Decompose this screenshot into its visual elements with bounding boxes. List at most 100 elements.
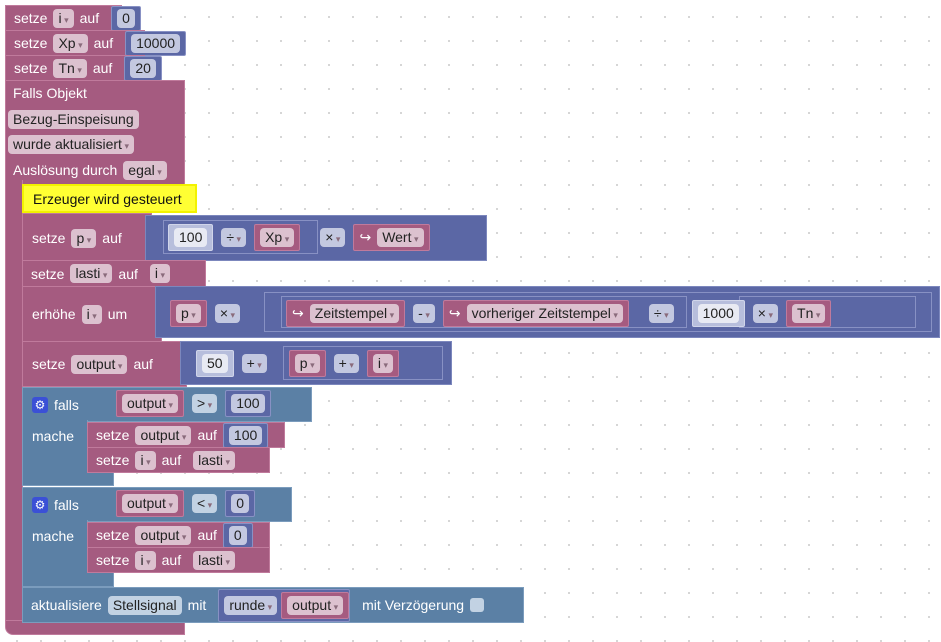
keyword: auf [197,527,217,543]
number-field[interactable]: 50 [202,354,228,373]
number-field[interactable]: 10000 [131,33,181,53]
set-tn-block[interactable]: setze Tnauf 20 [5,55,162,81]
keyword: auf [102,230,122,246]
delay-label: mit Verzögerung [362,597,465,613]
operator-dropdown[interactable]: ÷ [648,304,674,323]
object-field[interactable]: Bezug-Einspeisung [8,109,139,129]
target-field[interactable]: Stellsignal [107,595,182,615]
keyword: setze [96,427,130,443]
variable-dropdown[interactable]: p [71,228,97,248]
state-property-dropdown[interactable]: vorheriger Zeitstempel [466,304,623,323]
keyword: setze [14,35,48,51]
variable-dropdown[interactable]: i [149,264,171,283]
variable-dropdown[interactable]: Xp [260,228,295,247]
number-field[interactable]: 100 [174,228,208,247]
comment-text: Erzeuger wird gesteuert [33,190,182,207]
keyword: setze [32,230,66,246]
condition-dropdown[interactable]: wurde aktualisiert [8,134,134,154]
keyword: falls [54,497,79,513]
keyword: setze [31,265,65,282]
variable-dropdown[interactable]: output [135,425,192,445]
number-field[interactable]: 0 [228,525,247,545]
keyword: falls [54,397,79,413]
set-i-block[interactable]: setzeiauf 0 [5,5,141,31]
operator-dropdown[interactable]: - [413,304,435,323]
keyword: mache [32,528,75,544]
keyword: setze [14,10,48,26]
comparison-dropdown[interactable]: < [191,494,218,513]
number-field[interactable]: 1000 [697,304,739,323]
keyword: setze [32,356,66,372]
operator-dropdown[interactable]: × [320,228,346,247]
variable-dropdown[interactable]: lasti [193,450,236,470]
comparison-dropdown[interactable]: > [191,394,218,413]
keyword: setze [96,527,130,543]
variable-dropdown[interactable]: output [135,525,192,545]
keyword: auf [118,265,138,282]
trigger-label: Auslösung durch [13,162,118,178]
variable-dropdown[interactable]: output [71,354,128,374]
number-field[interactable]: 0 [231,494,249,513]
variable-dropdown[interactable]: output [122,394,178,413]
keyword: aktualisiere [31,597,102,613]
number-field[interactable]: 0 [117,8,135,28]
variable-dropdown[interactable]: output [122,494,178,513]
keyword: mache [32,428,75,444]
update-block[interactable]: aktualisiere Stellsignal mit runde outpu… [22,587,524,623]
operator-dropdown[interactable]: ÷ [221,228,247,247]
state-property-dropdown[interactable]: Zeitstempel [309,304,400,323]
set-i-block[interactable]: setzeiauf lasti [87,547,270,573]
variable-dropdown[interactable]: output [287,595,344,615]
gear-icon[interactable]: ⚙ [32,497,48,513]
keyword: setze [96,452,130,468]
keyword: erhöhe [32,306,76,322]
set-i-block[interactable]: setzeiauf lasti [87,447,270,473]
variable-dropdown[interactable]: p [294,354,320,373]
delay-checkbox[interactable] [470,598,485,612]
number-field[interactable]: 20 [130,58,156,78]
event-block-arm [5,180,23,625]
keyword: auf [133,356,153,372]
keyword: auf [79,10,100,26]
keyword: auf [161,552,182,568]
variable-dropdown[interactable]: i [372,354,393,373]
keyword: setze [96,552,130,568]
variable-dropdown[interactable]: p [176,304,201,323]
return-arrow-icon: ↪ [292,305,304,321]
return-arrow-icon: ↪ [359,229,372,245]
operator-dropdown[interactable]: × [214,304,241,323]
variable-dropdown[interactable]: i [135,450,156,470]
keyword: auf [92,60,113,76]
variable-dropdown[interactable]: Tn [53,58,87,78]
return-arrow-icon: ↪ [448,305,461,321]
set-output-block[interactable]: setze output auf 100 [87,422,285,448]
round-dropdown[interactable]: runde [224,595,278,615]
comment-block[interactable]: Erzeuger wird gesteuert [22,184,197,213]
number-field[interactable]: 100 [231,394,265,413]
keyword: auf [161,452,182,468]
event-title-text: Falls Objekt [13,85,87,101]
variable-dropdown[interactable]: i [53,8,74,28]
operator-dropdown[interactable]: × [752,304,779,323]
set-xp-block[interactable]: setze Xpauf 10000 [5,30,187,56]
keyword: auf [197,427,217,443]
keyword: auf [93,35,114,51]
set-output-block[interactable]: setze output auf 0 [87,522,270,548]
variable-dropdown[interactable]: i [135,550,156,570]
keyword: um [107,306,128,322]
variable-dropdown[interactable]: i [81,304,102,324]
keyword: setze [14,60,48,76]
variable-dropdown[interactable]: Xp [53,33,88,53]
keyword: mit [187,597,207,613]
operator-dropdown[interactable]: + [333,354,359,373]
state-property-dropdown[interactable]: Wert [377,228,424,247]
operator-dropdown[interactable]: + [241,354,267,373]
number-field[interactable]: 100 [228,425,263,445]
event-title: Falls Objekt [5,83,87,103]
variable-dropdown[interactable]: lasti [193,550,236,570]
trigger-dropdown[interactable]: egal [123,160,167,180]
variable-dropdown[interactable]: lasti [70,264,113,283]
variable-dropdown[interactable]: Tn [792,304,826,323]
gear-icon[interactable]: ⚙ [32,397,48,413]
